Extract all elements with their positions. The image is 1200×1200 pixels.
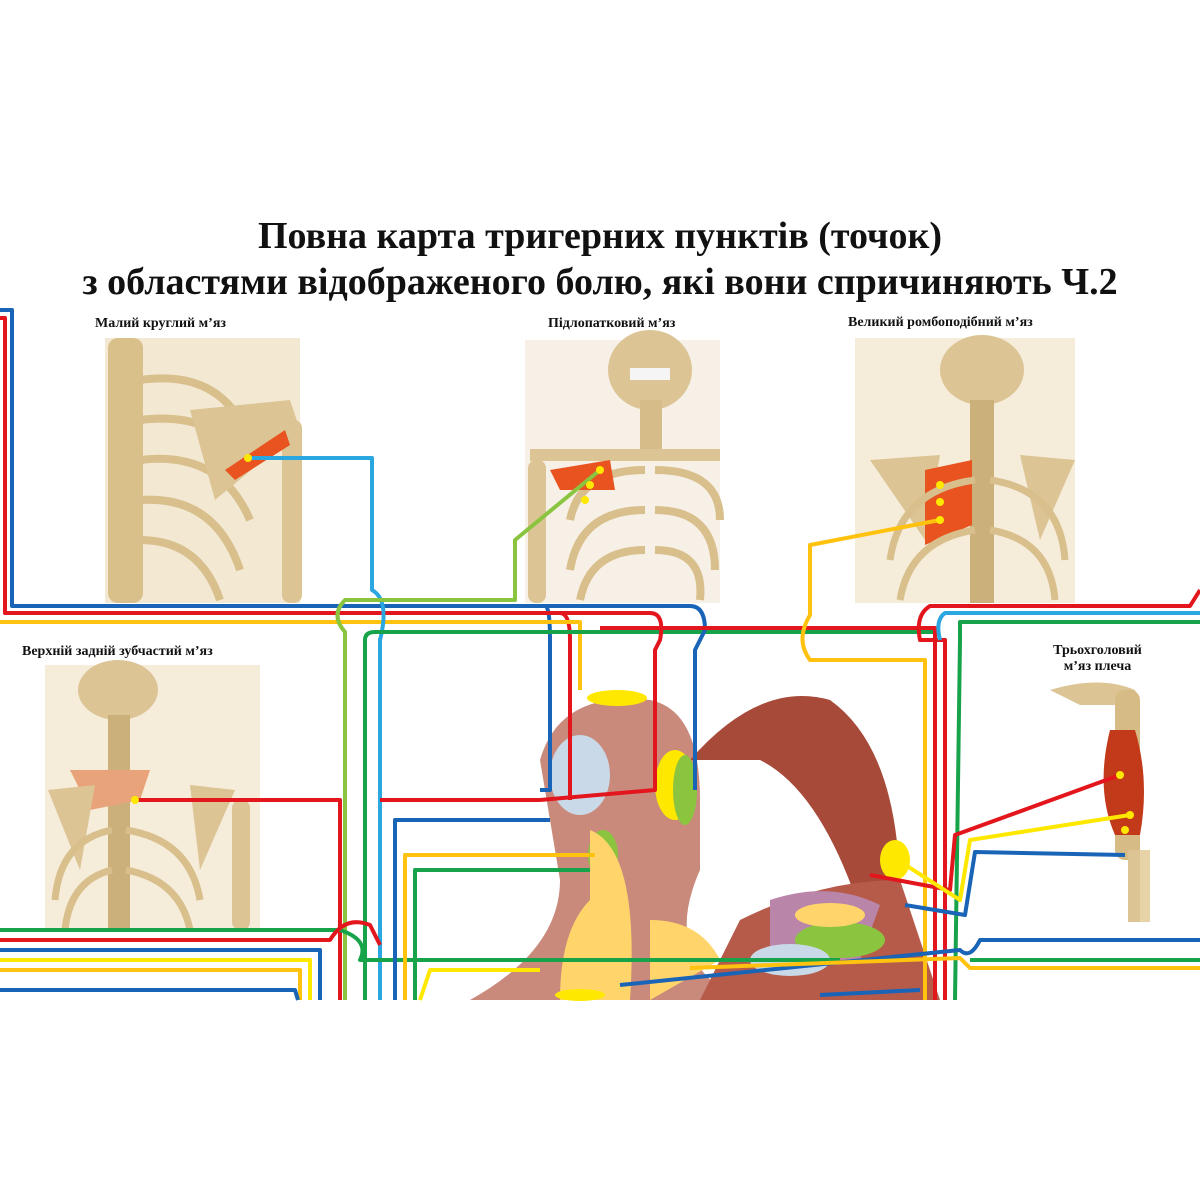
route-line-green-main: [363, 630, 940, 1000]
trigger-points: [131, 454, 1134, 834]
route-line-subscapularis-light-green: [335, 468, 602, 1000]
route-line-bottom-blue-2: [0, 988, 300, 1001]
route-line-rhomboid-orange: [800, 518, 941, 1000]
route-line-red-top-left: [0, 316, 572, 800]
route-line-red-central: [539, 611, 664, 802]
panel-label-teres-minor: Малий круглий м’яз: [95, 316, 227, 331]
triceps-skeleton: [1050, 682, 1150, 922]
route-line-bottom-orange: [0, 968, 302, 1000]
route-line-left-green-center: [413, 868, 590, 1000]
panel-label-subscapularis: Підлопатковий м’яз: [548, 316, 676, 331]
route-line-bottom-yellow: [0, 958, 312, 1000]
route-line-triceps-yellow: [888, 813, 1131, 902]
rhomboid-major-skeleton: [855, 335, 1075, 603]
route-line-right-bottom-blue-2: [819, 988, 921, 997]
route-line-green-right: [953, 620, 1200, 1001]
route-line-orange-top: [0, 620, 582, 690]
route-line-red-right: [916, 588, 1200, 1000]
route-line-serratus-red: [135, 798, 342, 1000]
panel-label-triceps: Трьохголовий м’яз плеча: [1040, 643, 1155, 675]
panel-label-serratus-posterior-superior: Верхній задній зубчастий м’яз: [22, 644, 213, 659]
panel-label-triceps-line-2: м’яз плеча: [1063, 659, 1132, 674]
route-line-bottom-red: [0, 920, 382, 946]
route-line-yellow-center: [418, 968, 540, 1001]
route-line-right-bottom-orange: [689, 956, 1200, 970]
panel-label-rhomboid-major: Великий ромбоподібний м’яз: [848, 315, 1033, 330]
route-line-right-bottom-blue: [619, 938, 1200, 987]
route-line-light-blue-right: [936, 611, 1200, 641]
poster-title-line-1: Повна карта тригерних пунктів (точок): [257, 215, 943, 257]
route-line-bottom-blue: [0, 948, 322, 1000]
panel-label-triceps-line-1: Трьохголовий: [1053, 643, 1142, 658]
route-line-teres-minor-light-blue: [248, 456, 386, 1000]
teres-minor-skeleton: [105, 338, 302, 603]
subscapularis-skeleton: [525, 330, 724, 603]
route-line-triceps-red: [869, 773, 1121, 892]
serratus-posterior-superior-skeleton: [45, 660, 260, 931]
route-line-left-blue-center: [393, 818, 550, 1000]
route-line-red-long: [600, 626, 937, 1000]
route-line-left-orange-center: [403, 853, 595, 1000]
route-line-triceps-blue: [904, 850, 1126, 917]
poster-title-line-2: з областями відображеного болю, які вони…: [82, 261, 1118, 303]
central-referred-pain-figure: [470, 690, 940, 1001]
